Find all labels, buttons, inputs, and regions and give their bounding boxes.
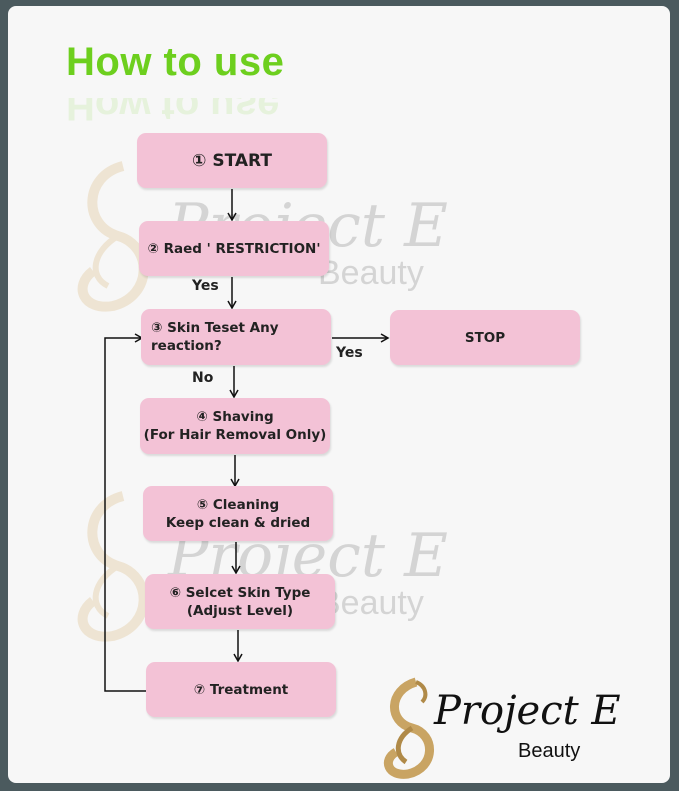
step-shaving-label: ④ Shaving (For Hair Removal Only)	[143, 409, 327, 443]
arrow-treatment-loop-back	[104, 333, 146, 692]
step-skin-type: ⑥ Selcet Skin Type (Adjust Level)	[145, 574, 335, 629]
step-skin-type-label: ⑥ Selcet Skin Type (Adjust Level)	[169, 584, 311, 619]
logo-swirl-icon	[383, 677, 434, 779]
step-skin-test: ③ Skin Teset Any reaction?	[141, 309, 331, 365]
step-treatment: ⑦ Treatment	[146, 662, 336, 717]
step-skin-test-label: ③ Skin Teset Any reaction?	[151, 320, 279, 354]
step-cleaning: ⑤ Cleaning Keep clean & dried	[143, 486, 333, 541]
step-treatment-label: ⑦ Treatment	[193, 681, 289, 698]
step-restriction-label: ② Raed ' RESTRICTION'	[147, 240, 321, 257]
step-stop-label: STOP	[464, 329, 506, 346]
step-cleaning-label: ⑤ Cleaning Keep clean & dried	[165, 496, 311, 531]
step-shaving: ④ Shaving (For Hair Removal Only)	[140, 398, 330, 454]
step-stop: STOP	[390, 310, 580, 365]
watermark-swirl-icon	[77, 491, 149, 642]
flow-connectors	[104, 189, 390, 692]
step-restriction: ② Raed ' RESTRICTION'	[139, 221, 329, 276]
brand-logo: Project E Beauty	[376, 676, 656, 783]
label-yes-stop: Yes	[336, 345, 363, 361]
logo-sub: Beauty	[518, 740, 581, 762]
step-start-label: ① START	[192, 150, 272, 171]
label-yes-restriction: Yes	[192, 278, 219, 294]
label-no-shaving: No	[192, 370, 214, 386]
step-start: ① START	[137, 133, 327, 188]
instruction-panel: How to use How to use Project E Beauty P…	[8, 6, 670, 783]
logo-script: Project E	[434, 688, 621, 734]
page-title: How to use	[66, 40, 285, 84]
